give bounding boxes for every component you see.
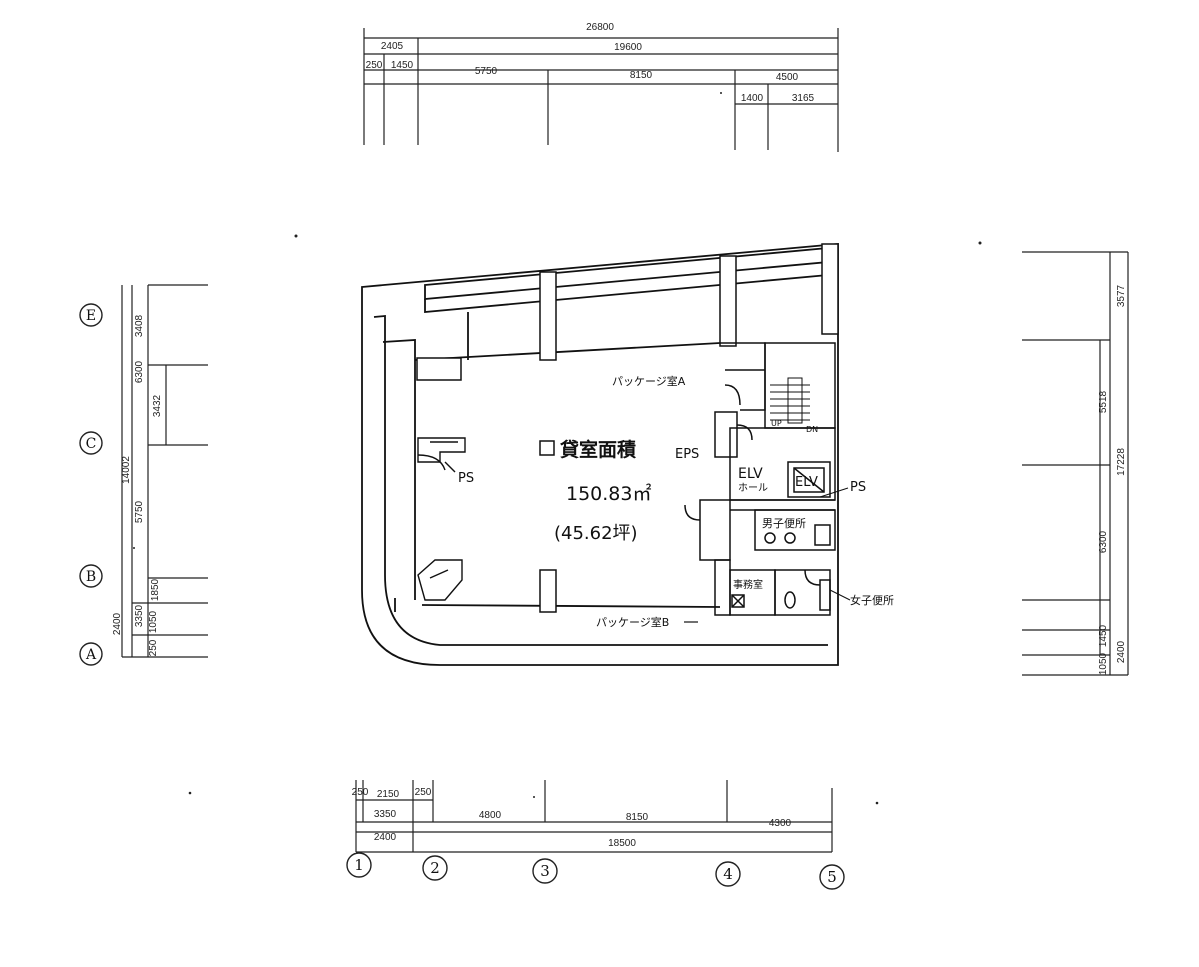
scan-specks xyxy=(133,92,982,805)
grid-bubble-a xyxy=(79,642,103,666)
area-checkbox-icon xyxy=(539,440,555,456)
grid-row-label: C xyxy=(86,436,97,452)
package-room-b-label: パッケージ室B xyxy=(596,615,669,629)
left-dim-1: 3408 xyxy=(134,314,145,337)
grid-column-label: 1 xyxy=(354,856,364,874)
bottom-dim-r1-c: 250 xyxy=(415,787,432,798)
right-dim-5: 1450 xyxy=(1098,624,1109,647)
right-dim-7: 2400 xyxy=(1116,640,1127,663)
ps-right-leader xyxy=(819,487,849,498)
top-dim-r3-b: 3165 xyxy=(792,93,815,104)
column xyxy=(416,357,462,381)
bottom-dim-r1-b: 2150 xyxy=(377,789,400,800)
column xyxy=(539,271,557,361)
right-dim-4: 6300 xyxy=(1098,530,1109,553)
left-dim-9: 1050 xyxy=(148,610,159,633)
grid-column-label: 4 xyxy=(723,865,733,883)
right-dimension-chain xyxy=(1022,251,1129,676)
grid-bubble-5 xyxy=(819,864,845,890)
eps-label: EPS xyxy=(675,447,699,462)
bottom-dim-r3-b: 18500 xyxy=(608,838,636,849)
top-dim-r2-c: 5750 xyxy=(475,66,498,77)
womens-toilet-label: 女子便所 xyxy=(850,593,894,607)
structural-columns xyxy=(416,243,839,613)
womens-toilet-leader xyxy=(829,589,851,601)
grid-bubble-3 xyxy=(532,858,558,884)
grid-row-labels: E C B A xyxy=(85,308,97,663)
left-dim-7: 2400 xyxy=(112,612,123,635)
bottom-dim-r2-c: 8150 xyxy=(626,812,649,823)
grid-row-label: B xyxy=(86,569,96,585)
top-dimension-chain xyxy=(363,28,839,152)
grid-column-label: 2 xyxy=(430,859,440,877)
right-dim-3: 17228 xyxy=(1116,448,1127,476)
grid-bubble-e xyxy=(79,303,103,327)
top-dim-r2-d: 8150 xyxy=(630,70,653,81)
ps-left-label: PS xyxy=(458,471,474,486)
left-dim-3: 3432 xyxy=(152,394,163,417)
top-dimension-labels: 26800 2405 19600 250 1450 5750 8150 4500… xyxy=(366,22,815,104)
area-title: 貸室面積 xyxy=(559,438,636,461)
elevator-label: ELV xyxy=(795,475,818,490)
left-dim-10: 250 xyxy=(148,639,159,656)
top-dim-r1-b: 19600 xyxy=(614,42,642,53)
area-tsubo: (45.62坪) xyxy=(554,523,638,544)
bottom-dim-r1-a: 250 xyxy=(352,787,369,798)
left-dim-4: 14002 xyxy=(121,456,132,484)
grid-row-label: A xyxy=(85,647,97,663)
top-dim-r2-a: 250 xyxy=(366,60,383,71)
bottom-dim-r2-b: 4800 xyxy=(479,810,502,821)
stair-up-label: UP xyxy=(771,419,782,428)
right-dim-1: 3577 xyxy=(1116,284,1127,307)
right-dim-2: 5518 xyxy=(1098,390,1109,413)
top-dim-total: 26800 xyxy=(586,22,614,33)
building-core xyxy=(684,342,836,616)
bottom-dimension-labels: 250 2150 250 3350 4800 8150 4300 2400 18… xyxy=(352,787,792,849)
stair-dn-label: DN xyxy=(806,425,818,434)
left-dimension-chain xyxy=(121,284,208,658)
grid-column-label: 5 xyxy=(827,868,837,886)
mens-toilet-label: 男子便所 xyxy=(762,517,806,530)
column xyxy=(821,243,839,335)
column xyxy=(539,569,557,613)
left-dim-8: 3350 xyxy=(134,604,145,627)
left-dim-6: 1850 xyxy=(150,578,161,601)
elv-hall-label: ELV xyxy=(738,466,763,482)
left-dimension-labels: 3408 6300 3432 14002 5750 1850 2400 3350… xyxy=(112,314,163,656)
left-dim-2: 6300 xyxy=(134,360,145,383)
bottom-dimension-chain xyxy=(355,780,833,853)
grid-row-label: E xyxy=(86,308,96,324)
right-dimension-labels: 3577 5518 17228 6300 1450 1050 2400 xyxy=(1098,284,1127,675)
elv-hall-sublabel: ホール xyxy=(738,482,768,494)
grid-bubble-c xyxy=(79,431,103,455)
grid-bubble-b xyxy=(79,564,103,588)
grid-bubble-1 xyxy=(346,852,372,878)
office-label: 事務室 xyxy=(733,578,763,591)
grid-column-label: 3 xyxy=(540,862,550,880)
ps-right-label: PS xyxy=(850,480,866,495)
right-dim-6: 1050 xyxy=(1098,652,1109,675)
grid-row-bubbles xyxy=(79,303,103,666)
top-dim-r3-a: 1400 xyxy=(741,93,764,104)
building-outline xyxy=(361,243,839,666)
top-dim-r1-a: 2405 xyxy=(381,41,404,52)
column xyxy=(719,255,737,347)
bottom-dim-r2-d: 4300 xyxy=(769,818,792,829)
grid-column-bubbles xyxy=(346,852,845,890)
area-sqm: 150.83㎡ xyxy=(566,482,651,505)
top-dim-r2-e: 4500 xyxy=(776,72,799,83)
package-room-a-label: パッケージ室A xyxy=(612,374,686,388)
grid-bubble-4 xyxy=(715,861,741,887)
ps-shaft-left xyxy=(417,437,466,601)
grid-bubble-2 xyxy=(422,855,448,881)
bottom-dim-r2-a: 3350 xyxy=(374,809,397,820)
left-dim-5: 5750 xyxy=(134,500,145,523)
top-dim-r2-b: 1450 xyxy=(391,60,414,71)
grid-column-labels: 1 2 3 4 5 xyxy=(354,856,837,886)
bottom-dim-r3-a: 2400 xyxy=(374,832,397,843)
